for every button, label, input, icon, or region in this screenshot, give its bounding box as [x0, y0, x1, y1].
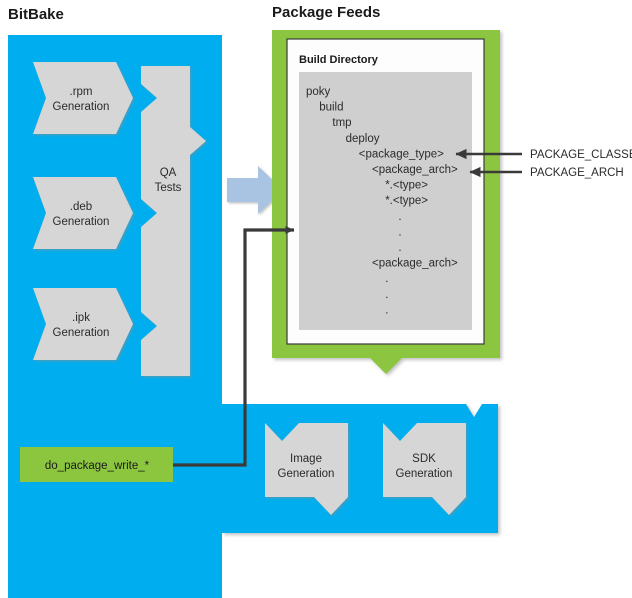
qa-tests-label-line2: Tests — [155, 182, 182, 194]
tree-node: <package_arch> — [372, 164, 458, 176]
output-image-generation: Image Generation — [265, 423, 348, 515]
step-ipk-generation-label-line2: Generation — [53, 327, 110, 339]
tree-node: deploy — [346, 133, 380, 145]
annotation-package-arch-label: PACKAGE_ARCH — [530, 167, 624, 179]
build-directory-title: Build Directory — [299, 54, 379, 66]
output-sdk-generation-label-line2: Generation — [396, 468, 453, 480]
tree-node: *.<type> — [385, 180, 428, 192]
output-sdk-generation-label-line1: SDK — [412, 453, 436, 465]
step-deb-generation-label-line2: Generation — [53, 216, 110, 228]
connector-task-to-build-directory — [173, 226, 295, 467]
task-do-package-write-shape — [20, 447, 173, 482]
output-image-generation-label-line1: Image — [290, 453, 322, 465]
annotation-package-classes-label: PACKAGE_CLASSES — [530, 149, 632, 161]
step-deb-generation-shape — [33, 177, 133, 249]
tree-node: tmp — [332, 117, 351, 129]
output-sdk-generation: SDK Generation — [383, 423, 466, 515]
tree-ellipsis-dot: . — [398, 211, 401, 223]
package-feeds-region: Build Directory — [272, 30, 500, 374]
tree-node: <package_arch> — [372, 258, 458, 270]
step-rpm-generation-label-line1: .rpm — [70, 86, 93, 98]
connector-task-to-build-directory-path — [173, 226, 295, 467]
output-image-generation-shape — [265, 423, 348, 515]
step-ipk-generation-label-line1: .ipk — [72, 312, 90, 324]
step-ipk-generation-shape — [33, 288, 133, 360]
tree-ellipsis-dot: . — [398, 226, 401, 238]
step-deb-generation-label-line1: .deb — [70, 201, 92, 213]
step-rpm-generation: .rpm Generation — [33, 62, 133, 134]
build-directory-listing-panel — [299, 72, 472, 330]
step-rpm-generation-label-line2: Generation — [53, 101, 110, 113]
tree-node: build — [319, 102, 343, 114]
step-ipk-generation: .ipk Generation — [33, 288, 133, 360]
tree-ellipsis-dot: . — [385, 273, 388, 285]
flow-arrow-bitbake-to-feeds-shape — [227, 166, 283, 214]
page-title-bitbake: BitBake — [8, 6, 64, 23]
flow-arrow-bitbake-to-feeds — [227, 166, 283, 214]
annotation-package-arch: PACKAGE_ARCH — [469, 166, 624, 179]
build-directory-tree: poky build tmp deploy <package_type> <package… — [306, 86, 458, 316]
tree-node: poky — [306, 86, 331, 98]
task-do-package-write-label: do_package_write_* — [45, 460, 150, 472]
qa-tests-shape — [141, 66, 206, 376]
tree-node: <package_type> — [359, 148, 444, 160]
qa-tests-label-line1: QA — [160, 167, 177, 179]
page-title-package-feeds: Package Feeds — [272, 4, 380, 21]
output-sdk-generation-shape — [383, 423, 466, 515]
annotation-package-classes: PACKAGE_CLASSES — [455, 148, 632, 161]
step-deb-generation: .deb Generation — [33, 177, 133, 249]
tree-ellipsis-dot: . — [385, 304, 388, 316]
qa-tests: QA Tests — [141, 66, 206, 376]
tree-ellipsis-dot: . — [398, 242, 401, 254]
step-rpm-generation-shape — [33, 62, 133, 134]
tree-node: *.<type> — [385, 195, 428, 207]
tree-ellipsis-dot: . — [385, 289, 388, 301]
output-image-generation-label-line2: Generation — [278, 468, 335, 480]
task-do-package-write: do_package_write_* — [20, 447, 173, 482]
